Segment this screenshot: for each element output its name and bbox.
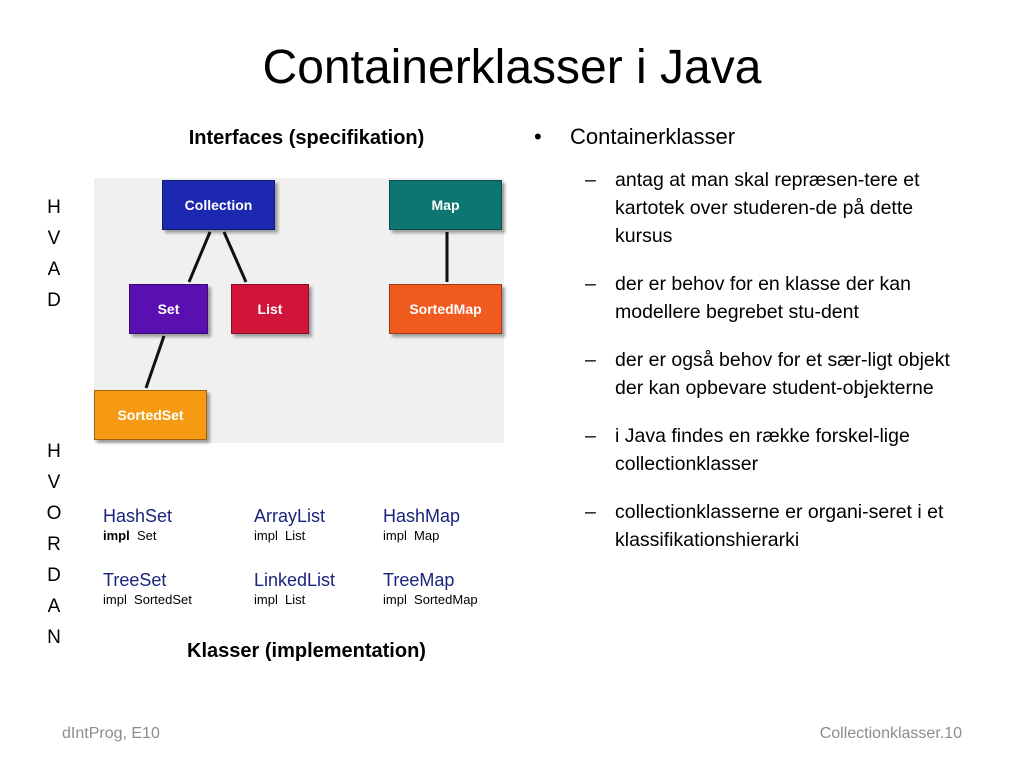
dash-marker: – — [585, 349, 596, 371]
list-node-label: List — [257, 301, 283, 317]
hvad-letter: V — [47, 228, 61, 249]
class-arraylist: ArrayList impl List — [254, 505, 325, 545]
classes-caption: Klasser (implementation) — [187, 640, 426, 662]
hvad-vertical-label: H V A D — [42, 192, 66, 316]
class-impl: impl Set — [103, 527, 172, 545]
map-node-label: Map — [431, 197, 460, 213]
class-hashmap: HashMap impl Map — [383, 505, 460, 545]
footer-left: dIntProg, E10 — [62, 725, 160, 742]
class-name: LinkedList — [254, 570, 336, 590]
bullet-sub-text: collectionklasserne er organi-seret i et… — [615, 501, 944, 551]
class-treeset: TreeSet impl SortedSet — [103, 569, 192, 609]
sortedmap-node-label: SortedMap — [409, 301, 482, 317]
bullet-sub-item: – collectionklasserne er organi-seret i … — [530, 498, 960, 554]
hvordan-vertical-label: H V O R D A N — [42, 436, 66, 653]
bullet-sub-text: antag at man skal repræsen-tere et karto… — [615, 169, 920, 247]
hvordan-letter: A — [47, 596, 61, 617]
hvad-letter: D — [47, 290, 61, 311]
class-name: HashSet — [103, 506, 173, 526]
dash-marker: – — [585, 169, 596, 191]
impl-target: Set — [136, 528, 157, 543]
bullet-sub-item: – der er behov for en klasse der kan mod… — [530, 270, 960, 326]
class-impl: impl List — [254, 528, 306, 543]
bullet-sub-text: i Java findes en række forskel-lige coll… — [615, 425, 910, 475]
collection-node-label: Collection — [184, 197, 253, 213]
bullet-sub-text: der er behov for en klasse der kan model… — [615, 273, 911, 323]
bullet-list: Containerklasser – antag at man skal rep… — [530, 122, 980, 554]
interfaces-caption: Interfaces (specifikation) — [188, 127, 425, 149]
bullet-main: Containerklasser — [530, 122, 980, 152]
class-treemap: TreeMap impl SortedMap — [383, 569, 478, 609]
set-node: Set — [129, 284, 208, 334]
hvordan-letter: D — [47, 565, 61, 586]
class-impl: impl Map — [383, 528, 440, 543]
sortedset-node: SortedSet — [94, 390, 207, 440]
dash-marker: – — [585, 501, 596, 523]
hvordan-letter: N — [47, 627, 61, 648]
class-name: HashMap — [383, 506, 461, 526]
set-node-label: Set — [157, 301, 180, 317]
class-impl: impl SortedMap — [383, 592, 478, 607]
hvad-letter: H — [47, 197, 61, 218]
list-node: List — [231, 284, 309, 334]
sortedset-node-label: SortedSet — [117, 407, 184, 423]
dash-marker: – — [585, 425, 596, 447]
hvad-letter: A — [47, 259, 61, 280]
class-hashset: HashSet impl Set — [103, 505, 172, 545]
class-name: TreeSet — [103, 570, 167, 590]
hvordan-letter: H — [47, 441, 61, 462]
class-linkedlist: LinkedList impl List — [254, 569, 335, 609]
class-name: ArrayList — [254, 506, 326, 526]
bullet-sub-item: – antag at man skal repræsen-tere et kar… — [530, 166, 960, 250]
collection-node: Collection — [162, 180, 275, 230]
hvordan-letter: O — [46, 503, 62, 524]
impl-keyword: impl — [103, 528, 130, 543]
map-node: Map — [389, 180, 502, 230]
slide-title: Containerklasser i Java — [262, 41, 762, 94]
bullet-sub-item: – i Java findes en række forskel-lige co… — [530, 422, 960, 478]
sortedmap-node: SortedMap — [389, 284, 502, 334]
hvordan-letter: R — [47, 534, 61, 555]
hvordan-letter: V — [47, 472, 61, 493]
bullet-sub-item: – der er også behov for et sær-ligt obje… — [530, 346, 960, 402]
bullet-sub-text: der er også behov for et sær-ligt objekt… — [615, 349, 950, 399]
class-impl: impl List — [254, 592, 306, 607]
class-name: TreeMap — [383, 570, 455, 590]
footer-right: Collectionklasser.10 — [819, 725, 962, 742]
dash-marker: – — [585, 273, 596, 295]
class-impl: impl SortedSet — [103, 592, 192, 607]
